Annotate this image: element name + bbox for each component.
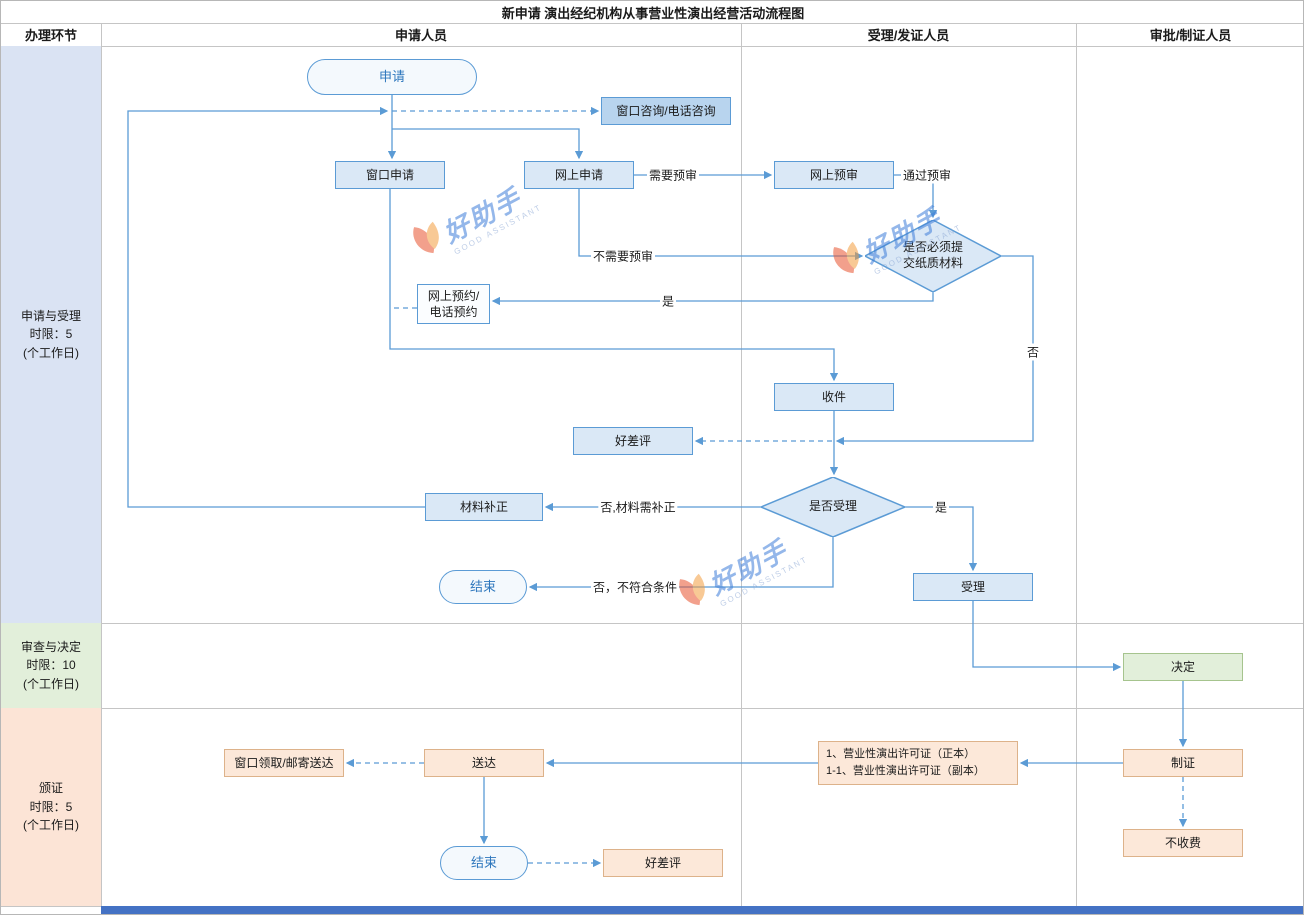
edge-label-yes-paper: 是 xyxy=(659,292,677,310)
node-decide: 决定 xyxy=(1123,653,1243,681)
leaf-logo-icon xyxy=(413,221,439,254)
node-no-fee: 不收费 xyxy=(1123,829,1243,857)
grid-line xyxy=(741,23,742,906)
node-end-1: 结束 xyxy=(439,570,527,604)
watermark-brand: 好助手 xyxy=(704,534,793,601)
edge-label-prereview-needed: 需要预审 xyxy=(646,166,700,184)
watermark-subtitle: GOOD ASSISTANT xyxy=(718,554,810,609)
grid-line xyxy=(1076,23,1077,906)
node-end-2: 结束 xyxy=(440,846,528,880)
page-title: 新申请 演出经纪机构从事营业性演出经营活动流程图 xyxy=(501,5,805,21)
decision-paper-materials: 是否必须提 交纸质材料 xyxy=(865,220,1001,292)
node-window-phone-consult: 窗口咨询/电话咨询 xyxy=(601,97,731,125)
edge-label-yes-accept: 是 xyxy=(932,498,950,516)
node-service-rating-2: 好差评 xyxy=(603,849,723,877)
grid-line xyxy=(1,708,1303,709)
node-material-correction: 材料补正 xyxy=(425,493,543,521)
leaf-logo-icon xyxy=(833,241,859,274)
column-header-stage: 办理环节 xyxy=(24,28,77,43)
node-certificate-documents: 1、营业性演出许可证（正本） 1-1、营业性演出许可证（副本） xyxy=(818,741,1018,785)
node-online-prereview: 网上预审 xyxy=(774,161,894,189)
edge-label-not-qualified: 否，不符合条件 xyxy=(590,578,680,596)
node-online-phone-appointment: 网上预约/ 电话预约 xyxy=(417,284,490,324)
column-header-acceptor: 受理/发证人员 xyxy=(867,28,950,43)
node-service-rating-1: 好差评 xyxy=(573,427,693,455)
grid-line xyxy=(1,46,1303,47)
stage-cell-application: 申请与受理 时限：5 (个工作日) xyxy=(1,46,101,623)
edge-label-no-paper: 否 xyxy=(1024,343,1042,361)
watermark-subtitle: GOOD ASSISTANT xyxy=(452,202,544,257)
node-window-apply: 窗口申请 xyxy=(335,161,445,189)
node-window-pickup-mail: 窗口领取/邮寄送达 xyxy=(224,749,344,777)
column-header-applicant: 申请人员 xyxy=(394,28,447,43)
decision-paper-materials-label: 是否必须提 交纸质材料 xyxy=(902,240,963,270)
column-header-approver: 审批/制证人员 xyxy=(1149,28,1232,43)
decision-accept-or-not: 是否受理 xyxy=(761,477,905,537)
edge-label-needs-correction: 否,材料需补正 xyxy=(598,498,678,516)
grid-line xyxy=(1,623,1303,624)
node-accept: 受理 xyxy=(913,573,1033,601)
grid-line xyxy=(1,23,1303,24)
edge-label-prereview-passed: 通过预审 xyxy=(900,166,954,184)
node-apply-start: 申请 xyxy=(307,59,477,95)
node-receive-documents: 收件 xyxy=(774,383,894,411)
decision-accept-or-not-label: 是否受理 xyxy=(808,499,857,514)
footer-bar xyxy=(101,906,1303,914)
node-online-apply: 网上申请 xyxy=(524,161,634,189)
grid-line xyxy=(101,23,102,906)
stage-cell-issuance: 颁证 时限：5 (个工作日) xyxy=(1,708,101,906)
edge-label-no-prereview: 不需要预审 xyxy=(590,247,656,265)
stage-cell-review: 审查与决定 时限：10 (个工作日) xyxy=(1,623,101,708)
node-make-certificate: 制证 xyxy=(1123,749,1243,777)
node-deliver: 送达 xyxy=(424,749,544,777)
